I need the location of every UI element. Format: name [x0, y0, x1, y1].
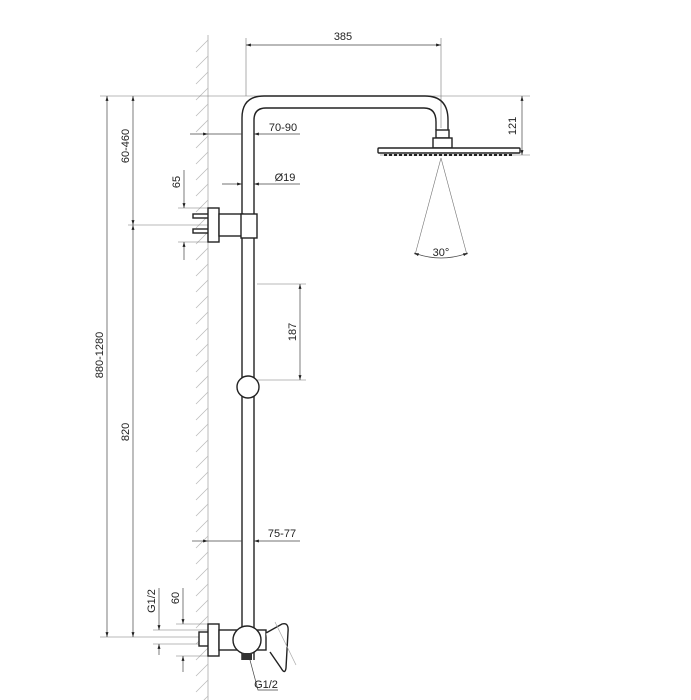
- wall-hatch-line: [195, 647, 209, 661]
- wall-hatch-line: [195, 55, 209, 69]
- wall-hatch-line: [195, 487, 209, 501]
- wall-hatch-line: [195, 359, 209, 373]
- wall-hatch-line: [195, 247, 209, 261]
- wall-hatch-line: [195, 183, 209, 197]
- shower-head: [377, 129, 521, 156]
- mixer-valve: [198, 621, 297, 673]
- wall-hatch-line: [195, 167, 209, 181]
- wall-hatch-line: [195, 423, 209, 437]
- wall-hatch-line: [195, 295, 209, 309]
- wall-hatch-line: [195, 519, 209, 533]
- wall-hatch-line: [195, 407, 209, 421]
- wall-hatch-line: [195, 119, 209, 133]
- shower-column: [241, 95, 449, 660]
- dim-spray-angle: 30°: [433, 247, 450, 259]
- dimension-labels: 385 121 70-90 Ø19 65 60-460 880-1280 820…: [94, 31, 519, 691]
- wall-hatch-line: [195, 71, 209, 85]
- wall-bracket: [192, 207, 258, 243]
- wall-hatch-line: [195, 279, 209, 293]
- wall-hatch-line: [195, 135, 209, 149]
- dim-head-height: 121: [507, 117, 519, 135]
- wall-hatch-line: [195, 327, 209, 341]
- wall-hatch-line: [195, 199, 209, 213]
- wall-hatch-line: [203, 695, 209, 700]
- dim-arm-length: 385: [334, 31, 352, 43]
- wall-hatch-line: [195, 599, 209, 613]
- wall-hatch-line: [195, 663, 209, 677]
- wall: [195, 35, 209, 700]
- wall-hatch-line: [195, 151, 209, 165]
- slider-knob: [236, 375, 260, 399]
- wall-hatch-line: [195, 439, 209, 453]
- dim-inlet-height: 60: [170, 592, 182, 604]
- dimension-lines: [105, 43, 524, 691]
- dim-slider-travel: 187: [287, 323, 299, 341]
- wall-hatch-line: [195, 455, 209, 469]
- dim-inlet-thread: G1/2: [146, 589, 158, 613]
- dim-pipe-diameter: Ø19: [275, 172, 296, 184]
- wall-hatch-line: [195, 551, 209, 565]
- wall-hatch-line: [195, 503, 209, 517]
- wall-hatch-line: [195, 391, 209, 405]
- wall-hatch-line: [195, 263, 209, 277]
- wall-hatch-line: [195, 679, 209, 693]
- wall-hatch-line: [195, 103, 209, 117]
- wall-hatch-line: [195, 471, 209, 485]
- wall-hatch-line: [195, 535, 209, 549]
- wall-hatch-line: [195, 311, 209, 325]
- dim-bracket-height: 65: [171, 176, 183, 188]
- wall-hatch-line: [195, 615, 209, 629]
- dim-mixer-height: 820: [120, 423, 132, 441]
- wall-hatch-line: [195, 39, 209, 53]
- spray-cone: [413, 157, 469, 259]
- dim-wall-offset-bottom: 75-77: [268, 528, 296, 540]
- wall-hatch-line: [195, 583, 209, 597]
- wall-hatch-line: [195, 567, 209, 581]
- wall-hatch-line: [195, 87, 209, 101]
- dim-outlet-thread: G1/2: [254, 679, 278, 691]
- dim-wall-offset-top: 70-90: [269, 122, 297, 134]
- dim-total-height: 880-1280: [94, 332, 106, 379]
- wall-hatch-line: [195, 343, 209, 357]
- wall-hatch-line: [195, 375, 209, 389]
- dim-bracket-range: 60-460: [120, 129, 132, 163]
- extension-lines: [100, 38, 530, 657]
